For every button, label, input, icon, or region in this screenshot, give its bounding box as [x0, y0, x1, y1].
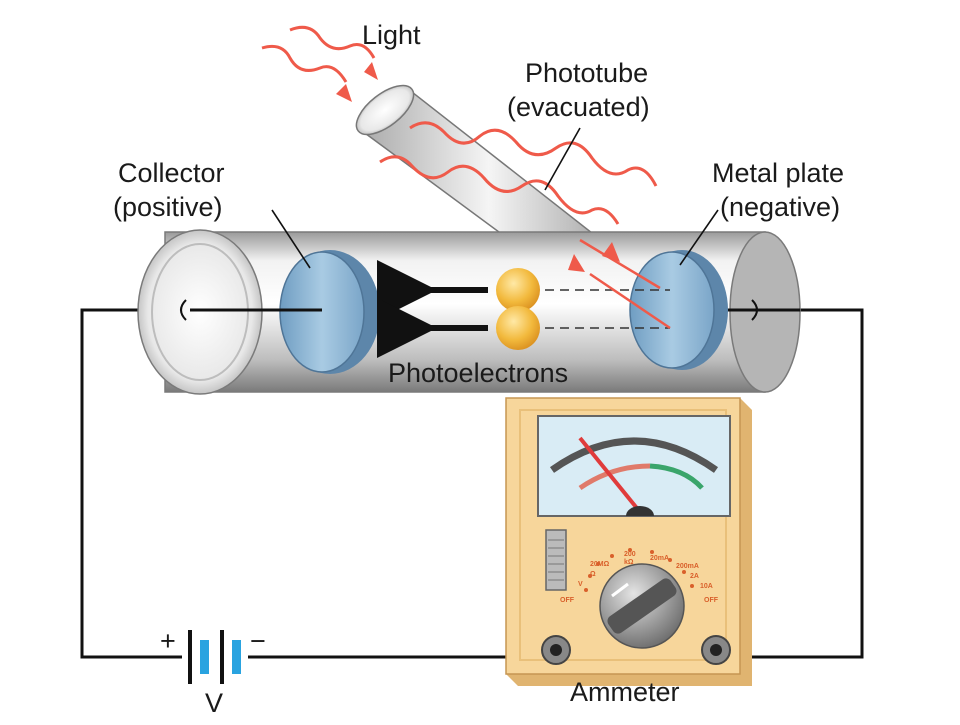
metal-plate-leader — [679, 209, 719, 266]
range-slider — [545, 529, 567, 591]
battery-minus-label: − — [250, 626, 266, 656]
electron-lower — [496, 306, 540, 350]
electron-upper — [496, 268, 540, 312]
dial-ohm: Ω — [590, 571, 596, 578]
battery-plus-label: + — [160, 626, 176, 656]
phototube-label-line1: Phototube — [525, 58, 649, 88]
dial-20ma: 20mA — [650, 555, 669, 562]
dial-off-right: OFF — [704, 597, 719, 604]
dial-10a: 10A — [700, 583, 713, 590]
phototube-leader — [544, 127, 581, 191]
wire-right — [716, 308, 864, 659]
ammeter-needle — [578, 436, 642, 514]
light-rays — [261, 25, 671, 330]
collector-electrode — [278, 250, 380, 374]
ammeter-terminal-left — [541, 635, 571, 665]
metal-plate-electrode — [629, 250, 728, 370]
light-label: Light — [362, 20, 421, 50]
dial-2a: 2A — [690, 573, 699, 580]
right-lead-loop — [751, 299, 758, 321]
battery — [188, 630, 241, 684]
reflected-ray-1 — [579, 238, 661, 290]
metal-plate-label-line1: Metal plate — [712, 158, 845, 188]
scale-arc-outer — [549, 437, 719, 473]
leader-lines — [271, 127, 719, 269]
battery-voltage-label: V — [205, 688, 224, 718]
photoelectrons — [377, 260, 670, 358]
collector-label-line1: Collector — [118, 158, 225, 188]
dial-200k-top: 200 — [624, 551, 636, 558]
collector-leader — [271, 209, 311, 269]
ammeter-terminal-right — [701, 635, 731, 665]
dial-v: V — [578, 581, 583, 588]
scale-arc-green — [649, 463, 704, 490]
dial-20m: 20MΩ — [590, 561, 610, 568]
reflected-ray-2 — [589, 272, 671, 330]
ammeter: OFF V Ω 20MΩ 200 kΩ 20mA 200mA 2A 10A OF… — [505, 397, 752, 686]
dial-200ma: 200mA — [676, 563, 699, 570]
dial-200k-bottom: kΩ — [624, 559, 634, 566]
scale-arc-red — [578, 463, 651, 491]
ammeter-label: Ammeter — [570, 677, 680, 707]
metal-plate-label-line2: (negative) — [720, 192, 841, 222]
photoelectrons-label: Photoelectrons — [388, 358, 569, 388]
collector-label-line2: (positive) — [113, 192, 223, 222]
circuit-wires — [80, 308, 864, 659]
left-lead-loop — [180, 299, 187, 321]
dial-off-left: OFF — [560, 597, 575, 604]
phototube-label-line2: (evacuated) — [507, 92, 650, 122]
wire-left — [80, 308, 182, 659]
